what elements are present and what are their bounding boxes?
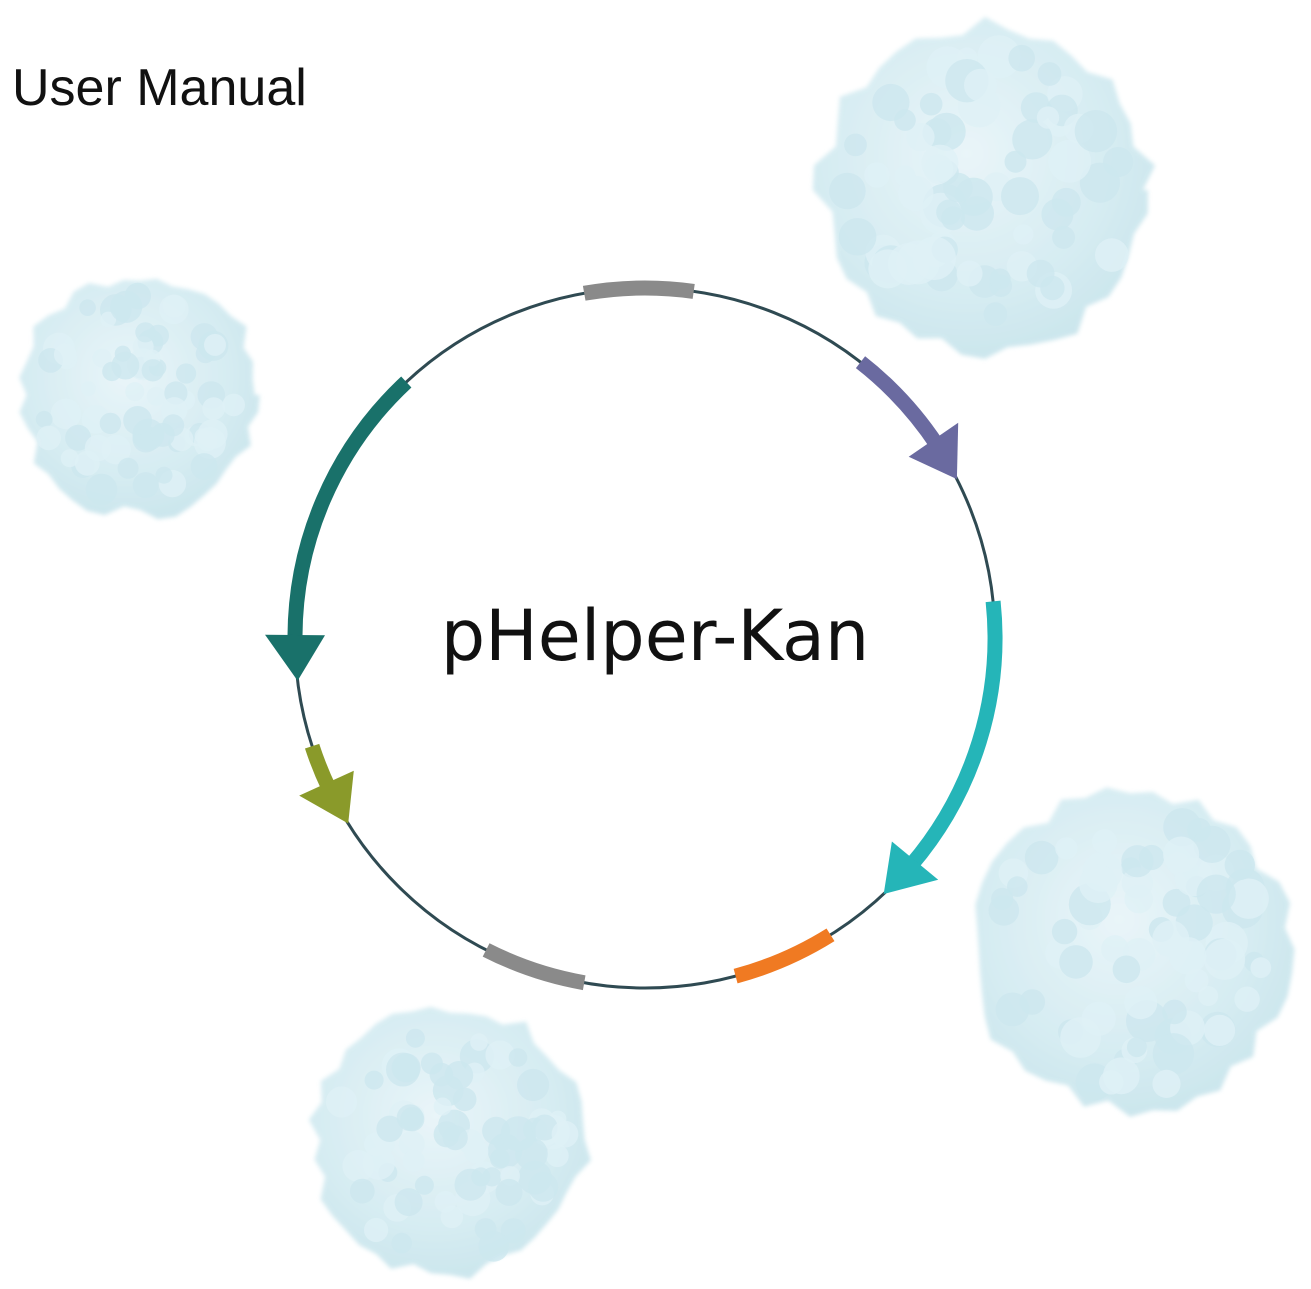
gray-segment-bottom-feature (482, 943, 586, 991)
virus-particle-left (19, 278, 260, 520)
page-title: User Manual (12, 59, 307, 117)
olive-arrow-head (299, 770, 354, 824)
virus-particle-bottom (308, 1006, 591, 1279)
gray-segment-bottom-body (482, 943, 586, 991)
purple-arrow-arrow-feature (855, 356, 959, 480)
purple-arrow-body (855, 356, 944, 449)
orange-segment-feature (733, 928, 835, 984)
dark-teal-arrow-head (265, 634, 325, 681)
plasmid-features (265, 280, 1003, 991)
dark-teal-arrow-arrow-feature (265, 376, 412, 681)
purple-arrow-head (908, 422, 959, 480)
teal-arrow-body (905, 600, 1003, 871)
gray-segment-top-feature (582, 280, 695, 301)
orange-segment-body (733, 928, 835, 984)
olive-arrow-body (304, 743, 336, 792)
olive-arrow-arrow-feature (299, 743, 354, 824)
teal-arrow-head (883, 841, 939, 894)
plasmid-name: pHelper-Kan (441, 595, 870, 677)
virus-particle-top-right (812, 16, 1156, 359)
virus-particle-right (975, 787, 1295, 1117)
teal-arrow-arrow-feature (883, 600, 1003, 894)
dark-teal-arrow-body (287, 376, 412, 642)
gray-segment-top-body (582, 280, 695, 301)
